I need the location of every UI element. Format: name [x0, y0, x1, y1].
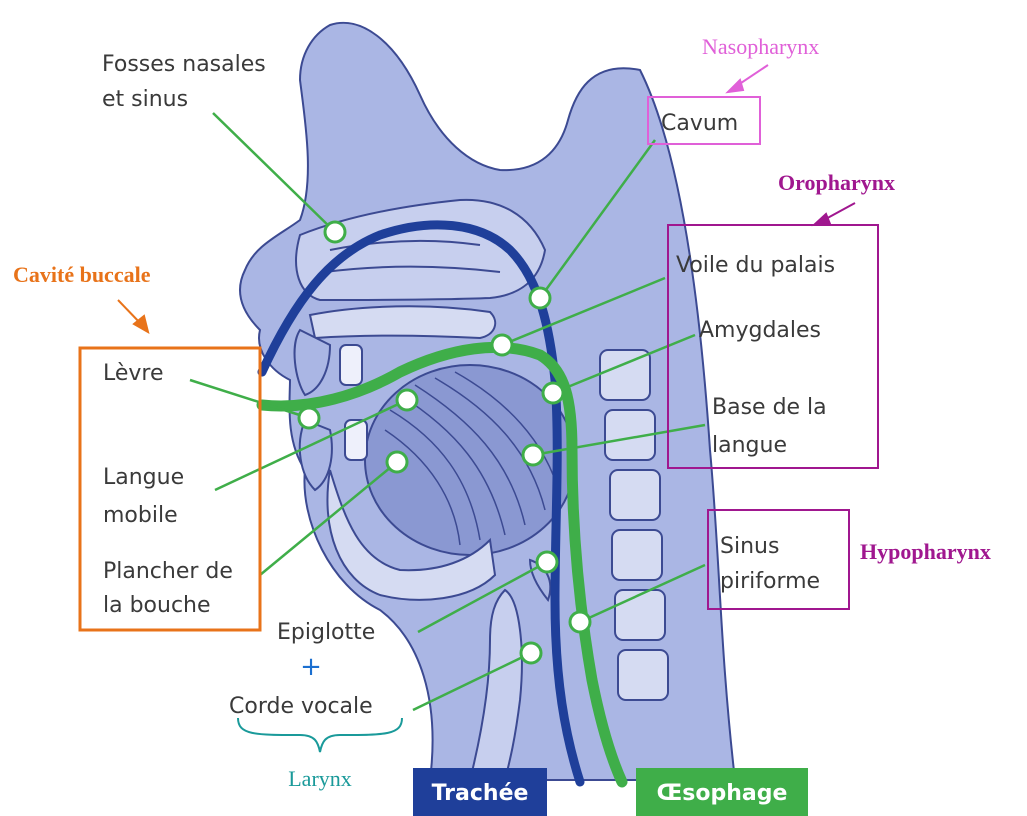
- marker-corde-vocale: [521, 643, 541, 663]
- label-fosses-nasales-line2: et sinus: [102, 87, 188, 112]
- label-plancher-line2: la bouche: [103, 593, 211, 618]
- larynx-brace: [238, 718, 402, 752]
- label-base-langue-line2: langue: [712, 433, 787, 458]
- palate: [310, 306, 495, 338]
- region-nasopharynx: Nasopharynx: [702, 34, 819, 59]
- hypopharynx-box: [708, 510, 849, 609]
- region-oropharynx: Oropharynx: [778, 170, 895, 195]
- label-plus-sign: +: [300, 652, 322, 682]
- marker-plancher: [387, 452, 407, 472]
- label-plancher-line1: Plancher de: [103, 559, 233, 584]
- legend-trachee: Trachée: [413, 768, 547, 816]
- region-cavite-buccale: Cavité buccale: [13, 262, 151, 287]
- lower-teeth: [345, 420, 367, 460]
- label-fosses-nasales-line1: Fosses nasales: [102, 52, 266, 77]
- marker-epiglotte: [537, 552, 557, 572]
- label-epiglotte: Epiglotte: [277, 620, 375, 645]
- legend-trachee-label: Trachée: [432, 781, 529, 806]
- label-base-langue-line1: Base de la: [712, 395, 827, 420]
- label-amygdales: Amygdales: [699, 318, 821, 343]
- region-larynx: Larynx: [288, 766, 352, 791]
- label-levre: Lèvre: [103, 361, 164, 386]
- label-voile-du-palais: Voile du palais: [676, 253, 835, 278]
- legend-oesophage: Œsophage: [636, 768, 808, 816]
- label-langue-mobile-line1: Langue: [103, 465, 184, 490]
- marker-base-langue: [523, 445, 543, 465]
- label-corde-vocale: Corde vocale: [229, 694, 373, 719]
- label-cavum: Cavum: [661, 111, 738, 136]
- nasopharynx-arrow: [728, 65, 768, 92]
- marker-sinus-piriforme: [570, 612, 590, 632]
- label-sinus-piriforme-line2: piriforme: [720, 569, 820, 594]
- marker-voile: [492, 335, 512, 355]
- label-sinus-piriforme-line1: Sinus: [720, 534, 779, 559]
- marker-levre: [299, 408, 319, 428]
- marker-langue-mobile: [397, 390, 417, 410]
- marker-amygdales: [543, 383, 563, 403]
- oropharynx-arrow: [814, 203, 855, 225]
- upper-teeth: [340, 345, 362, 385]
- marker-fosses-nasales: [325, 222, 345, 242]
- cavite-buccale-arrow: [118, 300, 148, 332]
- legend-oesophage-label: Œsophage: [657, 781, 788, 806]
- marker-cavum: [530, 288, 550, 308]
- label-langue-mobile-line2: mobile: [103, 503, 178, 528]
- region-hypopharynx: Hypopharynx: [860, 539, 991, 564]
